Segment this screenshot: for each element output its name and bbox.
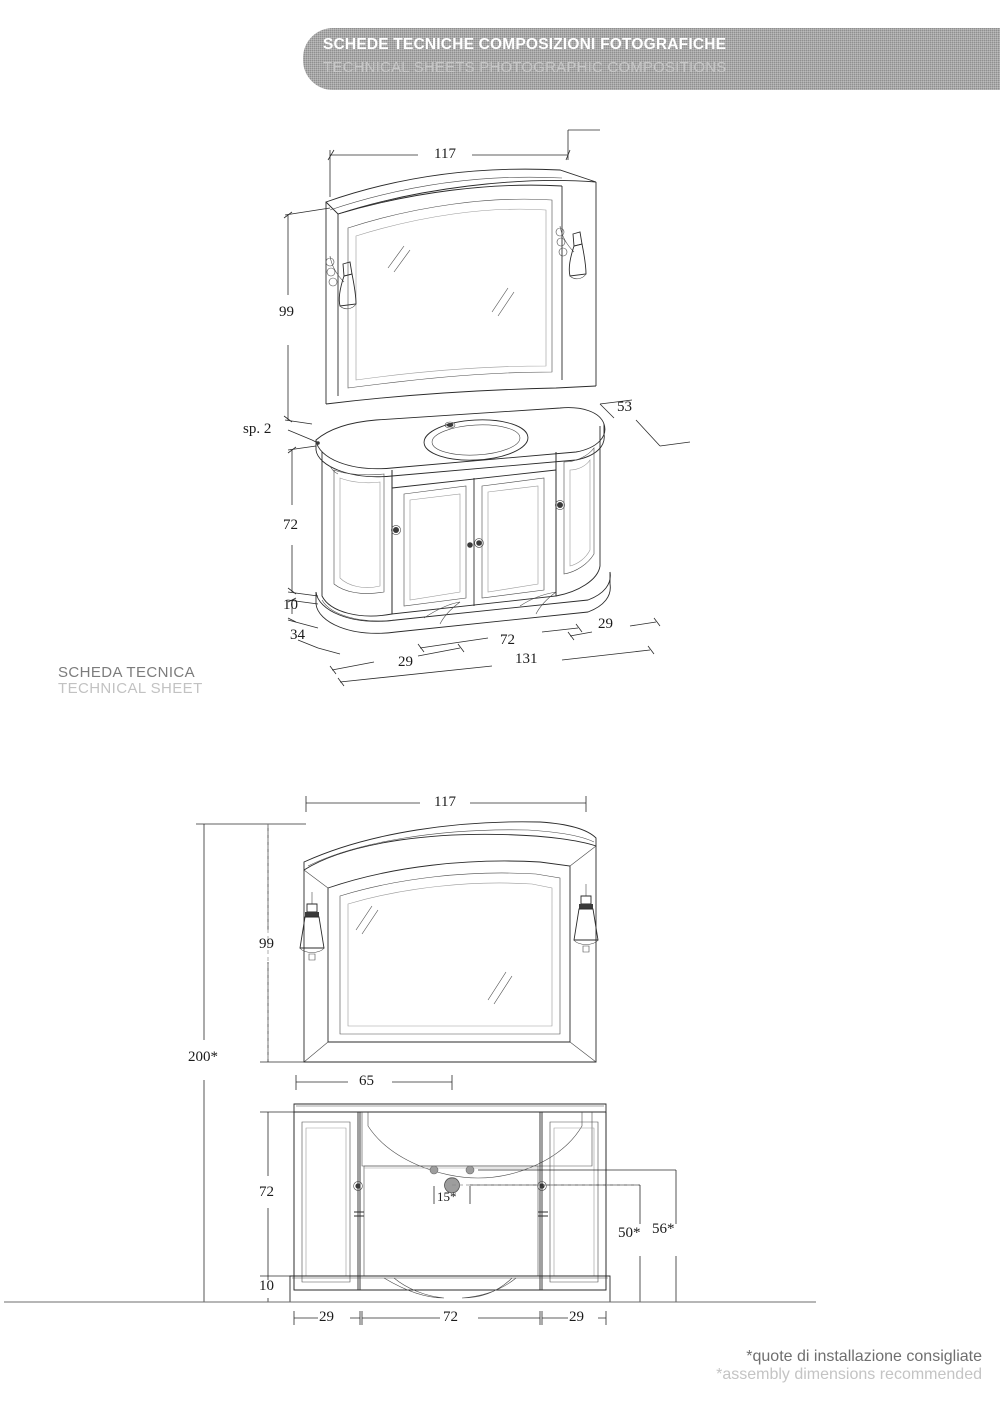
dim-perspective-mirror-width: 117	[434, 146, 456, 162]
dim-perspective-left-door-width: 29	[398, 654, 413, 670]
elevation-sconce-right	[573, 884, 599, 953]
dim-elevation-gap: 65	[359, 1073, 374, 1089]
elevation-view-group	[196, 796, 677, 1325]
dim-elevation-cabinet-height: 72	[259, 1184, 274, 1200]
dim-perspective-center-width: 72	[500, 632, 515, 648]
scheda-tecnica-italian: SCHEDA TECNICA	[58, 664, 196, 681]
dim-supply-height: 56*	[652, 1221, 675, 1237]
header-banner: SCHEDE TECNICHE COMPOSIZIONI FOTOGRAFICH…	[303, 28, 1000, 90]
dim-perspective-plinth-height: 10	[283, 597, 298, 613]
elevation-dimensions	[196, 796, 677, 1325]
dim-elevation-right-door-width: 29	[569, 1309, 584, 1325]
dim-elevation-mirror-height: 99	[259, 936, 274, 952]
dim-elevation-mirror-width: 117	[434, 794, 456, 810]
elevation-mirror	[299, 821, 599, 1063]
perspective-sconce-left	[325, 255, 357, 310]
footnote-english: *assembly dimensions recommended	[716, 1365, 982, 1383]
dim-perspective-cabinet-height: 72	[283, 517, 298, 533]
dim-supply-spacing: 15*	[437, 1189, 457, 1204]
dim-drain-height: 50*	[618, 1225, 641, 1241]
dim-perspective-cabinet-depth: 53	[617, 399, 632, 415]
banner-title-italian: SCHEDE TECNICHE COMPOSIZIONI FOTOGRAFICH…	[323, 36, 727, 53]
dim-elevation-plinth-height: 10	[259, 1278, 274, 1294]
dim-perspective-total-width: 131	[515, 651, 538, 667]
dim-elevation-total-height: 200*	[188, 1049, 218, 1065]
scheda-tecnica-label: SCHEDA TECNICA TECHNICAL SHEET	[58, 665, 203, 697]
dim-perspective-plinth-offset: 34	[290, 627, 305, 643]
perspective-mirror	[325, 168, 597, 405]
banner-title-english: TECHNICAL SHEETS PHOTOGRAPHIC COMPOSITIO…	[323, 59, 727, 76]
dim-elevation-left-door-width: 29	[319, 1309, 334, 1325]
perspective-sconce-right	[555, 225, 587, 280]
dim-perspective-top-thickness: sp. 2	[243, 421, 272, 437]
elevation-sconce-left	[299, 892, 325, 961]
footnote-italian: *quote di installazione consigliate	[746, 1348, 982, 1365]
perspective-vanity	[315, 407, 611, 634]
dim-perspective-mirror-height: 99	[279, 304, 294, 320]
footnote-block: *quote di installazione consigliate *ass…	[716, 1348, 982, 1384]
scheda-tecnica-english: TECHNICAL SHEET	[58, 679, 203, 697]
dim-elevation-center-width: 72	[443, 1309, 458, 1325]
dim-perspective-right-door-width: 29	[598, 616, 613, 632]
